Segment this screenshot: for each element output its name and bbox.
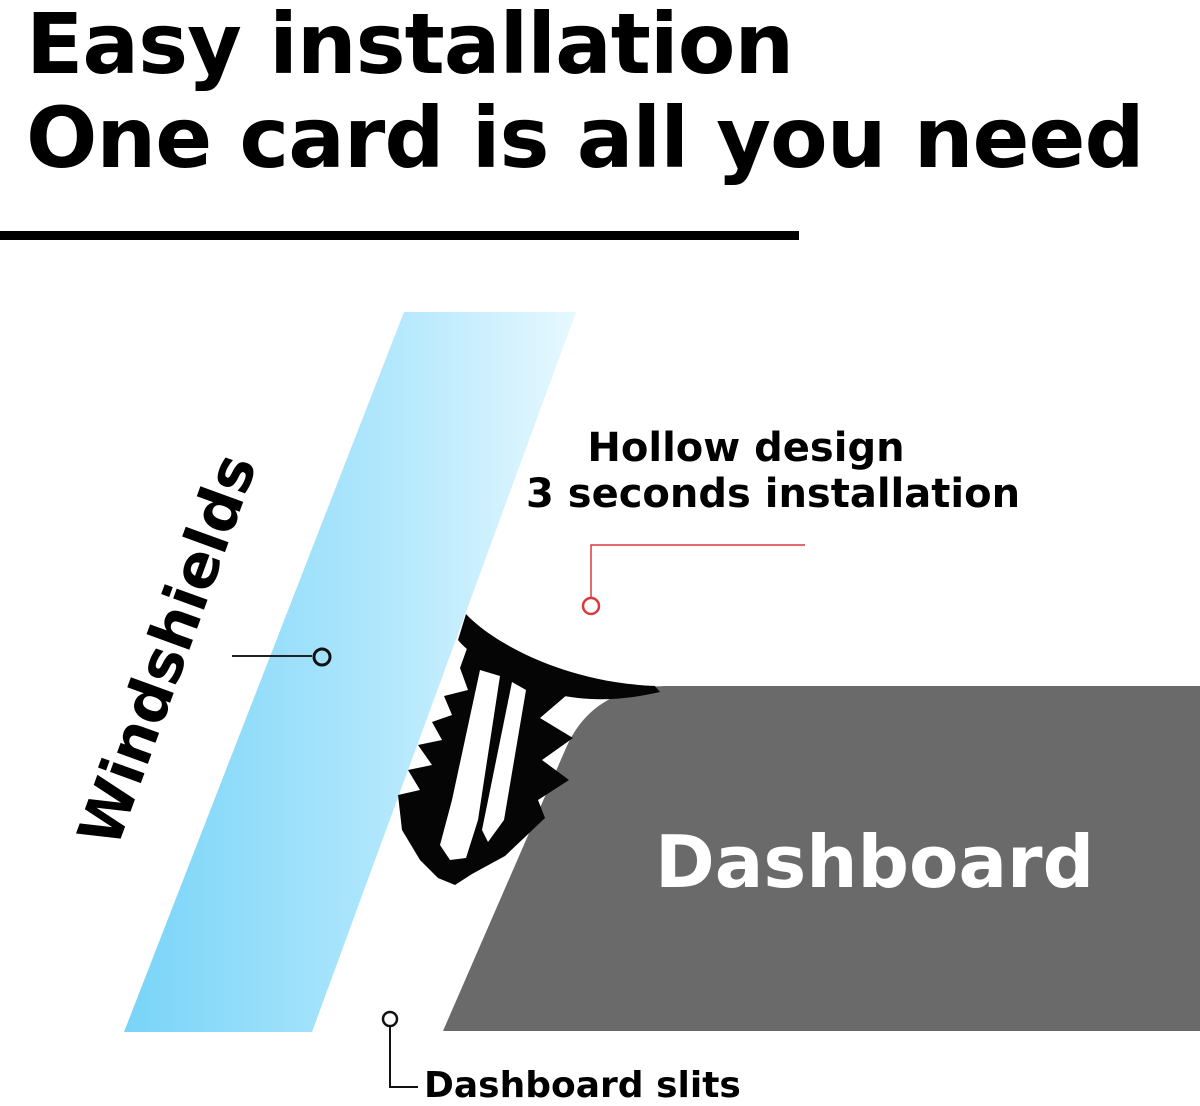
- windshield-callout: [232, 647, 332, 667]
- windshield-pane: [124, 312, 576, 1032]
- hollow-design-line-1: Hollow design: [587, 425, 905, 471]
- dashboard-label: Dashboard: [655, 820, 1095, 904]
- headline-line-2: One card is all you need: [26, 89, 1145, 187]
- hollow-design-label: Hollow design 3 seconds installation: [526, 425, 1021, 517]
- dashboard-slits-label: Dashboard slits: [424, 1065, 741, 1106]
- headline-line-1: Easy installation: [26, 0, 794, 93]
- rubber-seal: [398, 614, 660, 885]
- dashboard-slits-callout: [381, 1010, 418, 1088]
- hollow-design-callout: [581, 544, 805, 616]
- headline-underline: [0, 231, 799, 240]
- dashboard-block: [443, 686, 1200, 1031]
- hollow-design-line-2: 3 seconds installation: [526, 471, 1021, 517]
